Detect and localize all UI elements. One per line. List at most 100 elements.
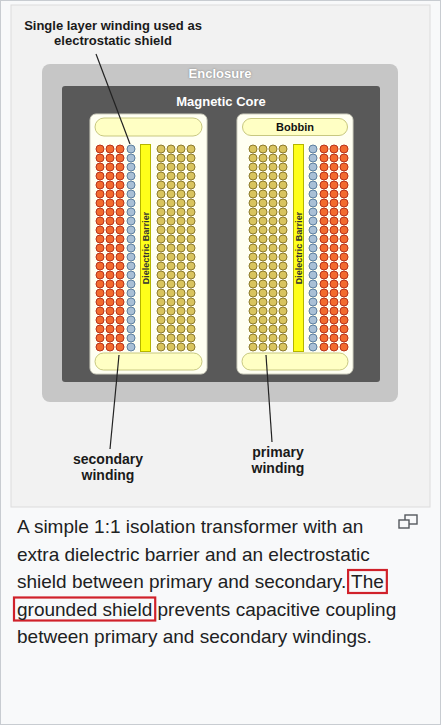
winding-turn — [187, 271, 195, 279]
winding-turn — [340, 271, 348, 279]
winding-turn — [157, 298, 165, 306]
winding-turn — [330, 163, 338, 171]
winding-turn — [249, 244, 257, 252]
winding-turn — [116, 262, 124, 270]
winding-turn — [259, 163, 267, 171]
winding-turn — [177, 226, 185, 234]
winding-turn — [269, 190, 277, 198]
winding-turn — [187, 316, 195, 324]
winding-turn — [279, 208, 287, 216]
enlarge-icon — [399, 520, 409, 528]
winding-turn — [320, 145, 328, 153]
winding-turn — [279, 199, 287, 207]
winding-turn — [96, 163, 104, 171]
winding-turn — [259, 226, 267, 234]
winding-turn — [340, 190, 348, 198]
winding-turn — [116, 154, 124, 162]
winding-turn — [116, 172, 124, 180]
winding-turn — [330, 343, 338, 351]
winding-turn — [187, 244, 195, 252]
winding-turn — [330, 145, 338, 153]
winding-turn — [127, 253, 135, 261]
winding-turn — [309, 271, 317, 279]
winding-turn — [340, 244, 348, 252]
winding-turn — [330, 199, 338, 207]
winding-turn — [127, 208, 135, 216]
winding-turn — [269, 244, 277, 252]
winding-turn — [259, 280, 267, 288]
winding-turn — [309, 334, 317, 342]
winding-turn — [330, 307, 338, 315]
winding-turn — [127, 145, 135, 153]
winding-turn — [330, 271, 338, 279]
winding-turn — [259, 235, 267, 243]
winding-turn — [177, 217, 185, 225]
winding-turn — [269, 208, 277, 216]
winding-turn — [330, 235, 338, 243]
winding-turn — [269, 316, 277, 324]
bobbin-flange — [242, 353, 348, 370]
winding-turn — [106, 235, 114, 243]
winding-turn — [269, 334, 277, 342]
winding-turn — [269, 217, 277, 225]
winding-turn — [187, 325, 195, 333]
winding-turn — [320, 199, 328, 207]
winding-turn — [106, 298, 114, 306]
winding-turn — [106, 163, 114, 171]
winding-turn — [259, 271, 267, 279]
figure-ground — [11, 5, 430, 507]
winding-turn — [157, 190, 165, 198]
winding-turn — [340, 154, 348, 162]
winding-turn — [340, 316, 348, 324]
winding-turn — [340, 325, 348, 333]
winding-turn — [279, 271, 287, 279]
icon-space — [392, 513, 422, 531]
winding-turn — [330, 262, 338, 270]
winding-turn — [116, 298, 124, 306]
magnetic-core — [62, 86, 380, 382]
winding-turn — [167, 253, 175, 261]
winding-turn — [309, 253, 317, 261]
winding-turn — [116, 253, 124, 261]
winding-turn — [269, 199, 277, 207]
winding-turn — [309, 316, 317, 324]
winding-turn — [340, 181, 348, 189]
winding-turn — [187, 253, 195, 261]
winding-turn — [259, 145, 267, 153]
winding-turn — [157, 271, 165, 279]
winding-turn — [249, 307, 257, 315]
winding-turn — [127, 289, 135, 297]
callout-label: Single layer winding used as electrostat… — [18, 19, 208, 49]
winding-turn — [187, 181, 195, 189]
winding-turn — [187, 154, 195, 162]
winding-turn — [320, 244, 328, 252]
winding-turn — [106, 289, 114, 297]
callout-label: secondary winding — [58, 451, 158, 483]
bobbin-flange — [95, 118, 202, 136]
winding-turn — [167, 190, 175, 198]
winding-turn — [309, 298, 317, 306]
winding-turn — [167, 226, 175, 234]
winding-turn — [187, 280, 195, 288]
winding-turn — [320, 190, 328, 198]
winding-turn — [157, 181, 165, 189]
winding-turn — [187, 199, 195, 207]
winding-turn — [187, 145, 195, 153]
winding-turn — [259, 316, 267, 324]
winding-turn — [340, 253, 348, 261]
barrier-label: Dielectric Barrier — [141, 212, 150, 285]
winding-turn — [320, 271, 328, 279]
winding-turn — [249, 172, 257, 180]
winding-turn — [330, 298, 338, 306]
winding-turn — [340, 145, 348, 153]
winding-turn — [249, 235, 257, 243]
winding-turn — [279, 190, 287, 198]
winding-turn — [279, 343, 287, 351]
winding-turn — [157, 235, 165, 243]
winding-turn — [309, 280, 317, 288]
winding-turn — [96, 199, 104, 207]
winding-turn — [330, 208, 338, 216]
winding-turn — [167, 172, 175, 180]
winding-turn — [187, 208, 195, 216]
winding-turn — [279, 235, 287, 243]
